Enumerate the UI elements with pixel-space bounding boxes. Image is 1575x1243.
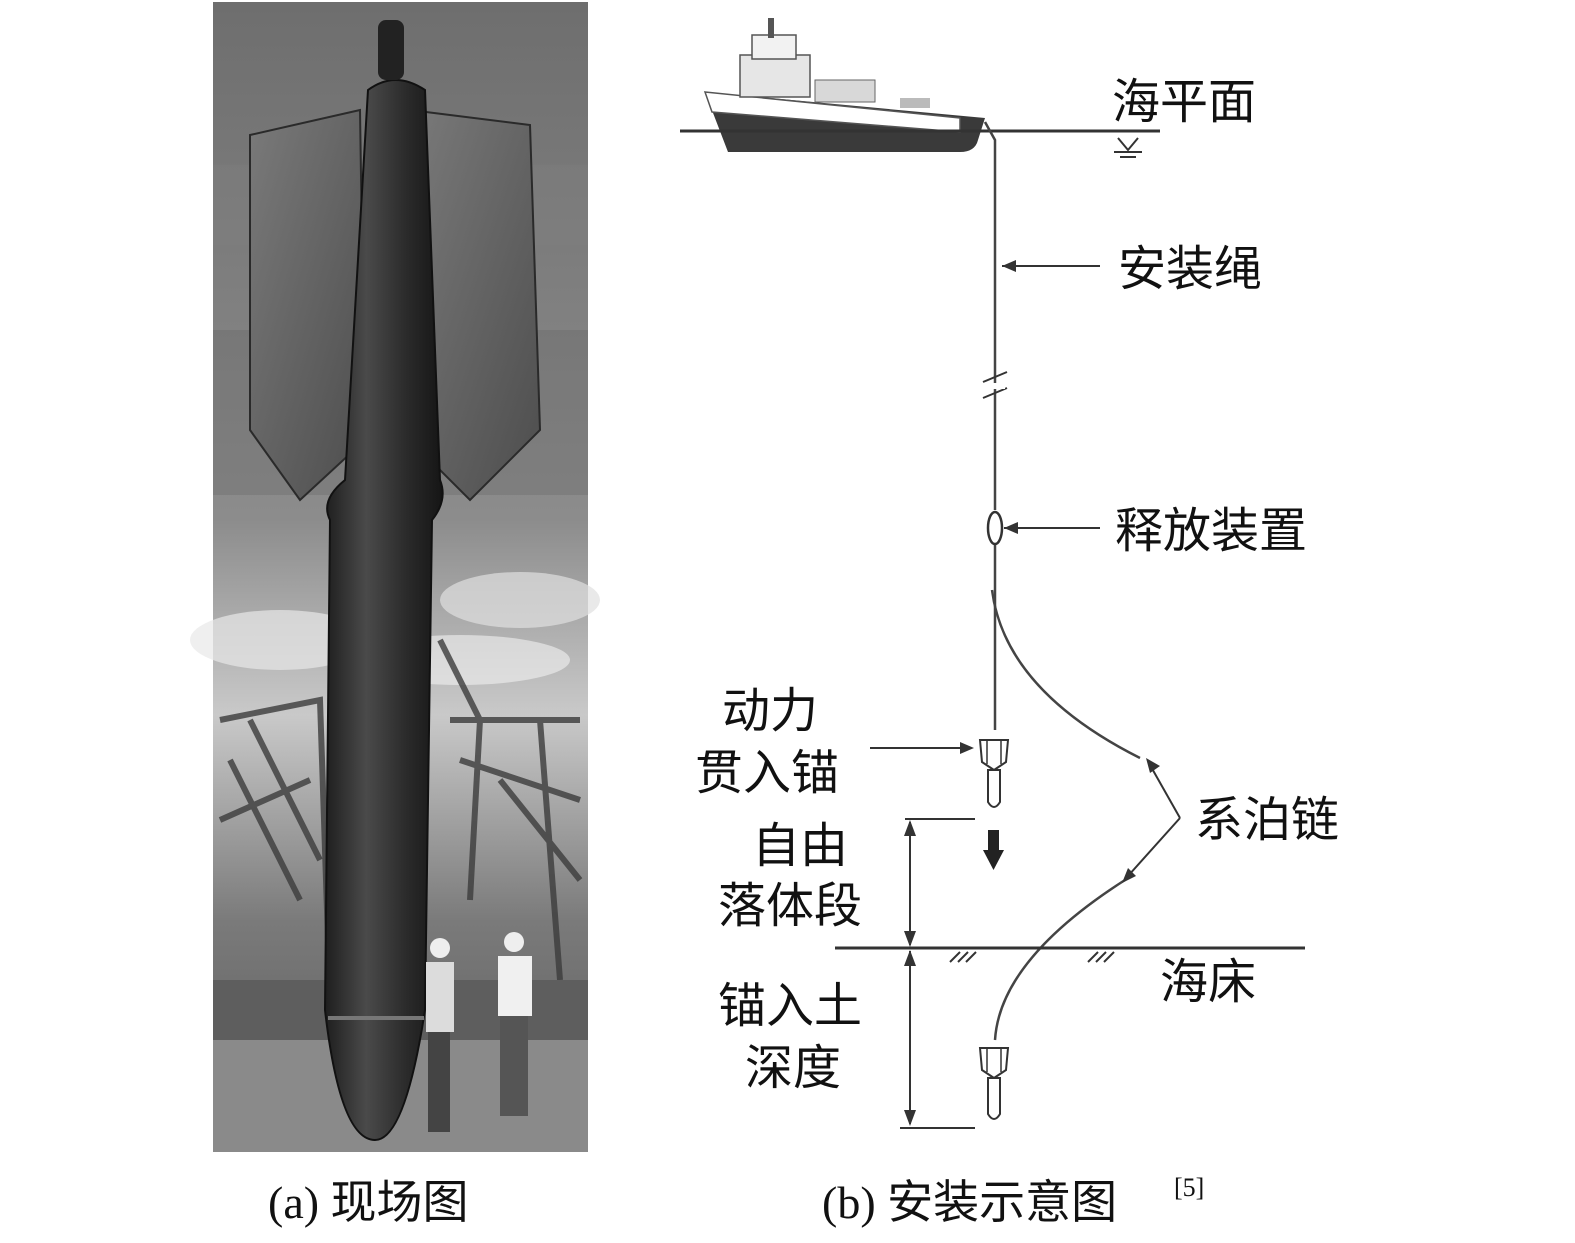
seabed-hatch — [949, 951, 1115, 963]
rope-break-mark — [982, 371, 1008, 399]
panel-a-photo — [190, 2, 600, 1152]
embed-depth-label-line2: 深度 — [745, 1040, 841, 1096]
anchor-shackle — [378, 20, 404, 80]
seabed-label: 海床 — [1160, 954, 1256, 1010]
panel-b-caption: (b) 安装示意图 — [822, 1177, 1117, 1228]
mooring-chain-upper — [990, 589, 1141, 760]
anchor-label-line2: 贯入锚 — [695, 745, 839, 801]
installation-rope — [983, 121, 997, 510]
workers — [426, 932, 532, 1132]
anchor-label-line1: 动力 — [722, 683, 818, 739]
sea-level-label: 海平面 — [1112, 74, 1256, 130]
mooring-chain-label: 系泊链 — [1195, 792, 1339, 848]
panel-a-caption: (a) 现场图 — [268, 1177, 469, 1228]
release-device — [986, 510, 1004, 546]
free-fall-label-line1: 自由 — [752, 818, 848, 874]
panel-b-caption-reference: [5] — [1174, 1173, 1204, 1202]
embed-depth-label-line1: 锚入土 — [718, 978, 862, 1034]
anchor-embedded — [978, 1047, 1010, 1120]
free-fall-label-line2: 落体段 — [718, 878, 862, 934]
install-rope-label: 安装绳 — [1118, 241, 1262, 297]
fall-direction-arrow — [983, 830, 1004, 870]
anchor-body — [323, 79, 444, 1142]
panel-b-diagram: 海平面 安装绳 释放装置 系泊链 动力 — [680, 18, 1339, 1129]
anchor-upper — [978, 739, 1010, 808]
mooring-chain-lower — [993, 878, 1126, 1041]
release-device-label: 释放装置 — [1115, 503, 1307, 559]
water-level-symbol — [1114, 137, 1142, 158]
